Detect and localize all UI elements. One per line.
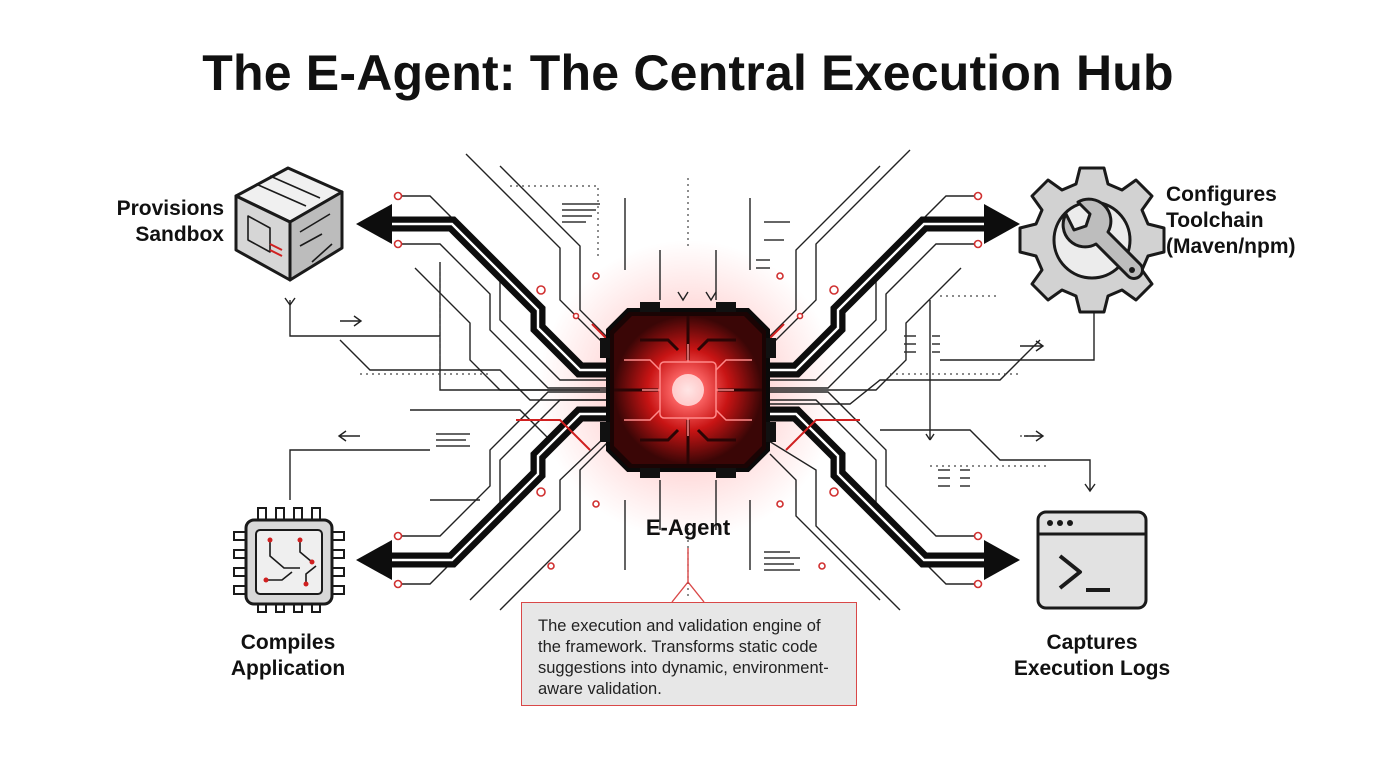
arrowhead-toolchain [984, 204, 1020, 244]
chip-icon [233, 507, 345, 613]
main-pathways-inner [392, 222, 984, 562]
arrowhead-logs [984, 540, 1020, 580]
node-label-toolchain: Configures Toolchain (Maven/npm) [1166, 182, 1346, 260]
node-label-line: Compiles [240, 631, 336, 654]
node-label-line: Toolchain [1166, 209, 1264, 232]
gear-wrench-icon [1018, 166, 1166, 314]
terminal-icon [1036, 510, 1148, 610]
node-label-line: Captures [1046, 631, 1138, 654]
node-label-sandbox: Provisions Sandbox [84, 196, 224, 248]
node-label-line: Provisions [116, 197, 224, 220]
arrowhead-sandbox [356, 204, 392, 244]
node-label-logs: Captures Execution Logs [1000, 630, 1184, 682]
arrowheads [356, 204, 1020, 580]
e-agent-chip [600, 302, 776, 478]
callout-line [671, 548, 705, 603]
arrowhead-compiles [356, 540, 392, 580]
center-label: E-Agent [645, 515, 731, 540]
node-label-line: (Maven/npm) [1166, 235, 1296, 258]
dotted-traces [360, 178, 1050, 600]
node-label-line: Sandbox [135, 223, 224, 246]
cube-icon [234, 166, 344, 282]
node-label-line: Configures [1166, 183, 1277, 206]
node-label-compiles: Compiles Application [196, 630, 380, 682]
red-nodes [393, 191, 983, 589]
small-arrows [284, 291, 1096, 493]
node-label-line: Application [230, 657, 346, 680]
glyph-marks [436, 203, 970, 571]
circuit-traces [289, 149, 1095, 611]
description-box: The execution and validation engine of t… [521, 602, 857, 706]
diagram-title: The E-Agent: The Central Execution Hub [202, 45, 1174, 101]
node-label-line: Execution Logs [1013, 657, 1171, 680]
